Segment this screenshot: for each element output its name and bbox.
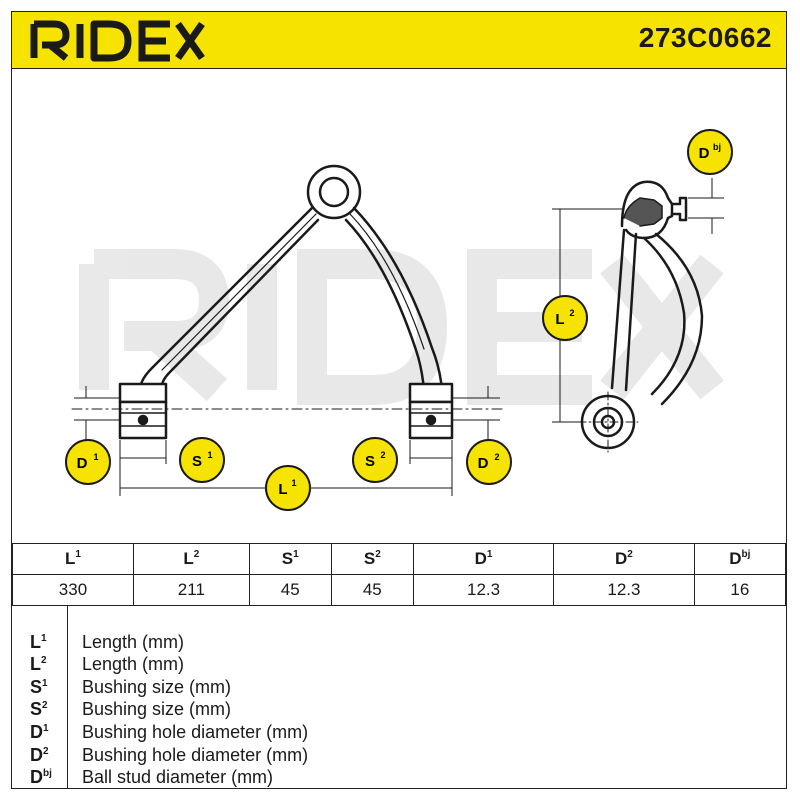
legend-description: Bushing size (mm) [82,699,232,719]
legend-row: L2 Length (mm) [12,654,786,676]
spec-sheet: 273C0662 [11,11,787,789]
svg-text:L: L [278,481,287,498]
spec-header-D2: D2 [553,543,695,575]
spec-value-L2: 211 [132,574,250,606]
legend-row: D1 Bushing hole diameter (mm) [12,722,786,744]
svg-text:1: 1 [93,452,98,462]
spec-value-S1: 45 [248,574,332,606]
legend-key: L1 [30,632,47,652]
spec-value-D1: 12.3 [412,574,555,606]
svg-text:D: D [699,145,710,162]
svg-text:D: D [478,455,489,472]
legend-key: S2 [30,699,48,719]
header-bar: 273C0662 [12,12,786,69]
legend-divider [67,606,68,789]
spec-table: L1 L2 S1 S2 D1 D2 Dbj 330 211 45 45 12.3… [12,543,787,606]
legend-description: Length (mm) [82,632,185,652]
legend-row: L1 Length (mm) [12,632,786,654]
part-number: 273C0662 [638,22,772,53]
legend-row: D2 Bushing hole diameter (mm) [12,745,786,767]
legend-row: S2 Bushing size (mm) [12,699,786,721]
svg-text:1: 1 [207,450,212,460]
svg-text:S: S [365,453,375,470]
spec-header-L1: L1 [12,543,134,575]
legend-key: L2 [30,654,47,674]
spec-header-L2: L2 [132,543,250,575]
brand-logo [30,20,205,62]
legend-key: S1 [30,677,48,697]
legend: L1 Length (mm) L2 Length (mm) S1 Bushing… [12,605,786,789]
spec-header-D1: D1 [412,543,555,575]
svg-text:S: S [192,453,202,470]
spec-value-D2: 12.3 [553,574,695,606]
svg-text:L: L [555,311,564,328]
badge-S2: S 2 [352,437,398,483]
legend-row: Dbj Ball stud diameter (mm) [12,767,786,789]
spec-header-S1: S1 [248,543,332,575]
legend-key: D2 [30,745,49,765]
legend-description: Length (mm) [82,654,185,674]
legend-description: Ball stud diameter (mm) [82,767,274,787]
spec-header-Dbj: Dbj [693,543,787,575]
legend-description: Bushing size (mm) [82,677,232,697]
svg-text:2: 2 [380,450,385,460]
badge-D1: D 1 [65,439,111,485]
spec-table-value-row: 330 211 45 45 12.3 12.3 16 [12,574,787,606]
dimension-lines-front [74,386,500,496]
badge-L2: L 2 [542,295,588,341]
badge-Dbj: D bj [687,129,733,175]
badge-L1: L 1 [265,465,311,511]
svg-text:2: 2 [494,452,499,462]
svg-text:bj: bj [713,142,721,152]
technical-drawing: D 1 S 1 S 2 D 2 L 1 L 2 D [65,129,733,511]
legend-description: Bushing hole diameter (mm) [82,745,309,765]
badge-D2: D 2 [466,439,512,485]
control-arm-front-view [71,164,503,440]
spec-header-S2: S2 [330,543,414,575]
legend-key: Dbj [30,767,52,787]
spec-value-Dbj: 16 [693,574,787,606]
legend-row: S1 Bushing size (mm) [12,677,786,699]
badge-S1: S 1 [179,437,225,483]
svg-text:2: 2 [569,308,574,318]
legend-description: Bushing hole diameter (mm) [82,722,309,742]
spec-value-L1: 330 [12,574,134,606]
svg-text:1: 1 [291,478,296,488]
spec-value-S2: 45 [330,574,414,606]
legend-key: D1 [30,722,49,742]
svg-text:D: D [77,455,88,472]
spec-table-header-row: L1 L2 S1 S2 D1 D2 Dbj [12,543,787,575]
